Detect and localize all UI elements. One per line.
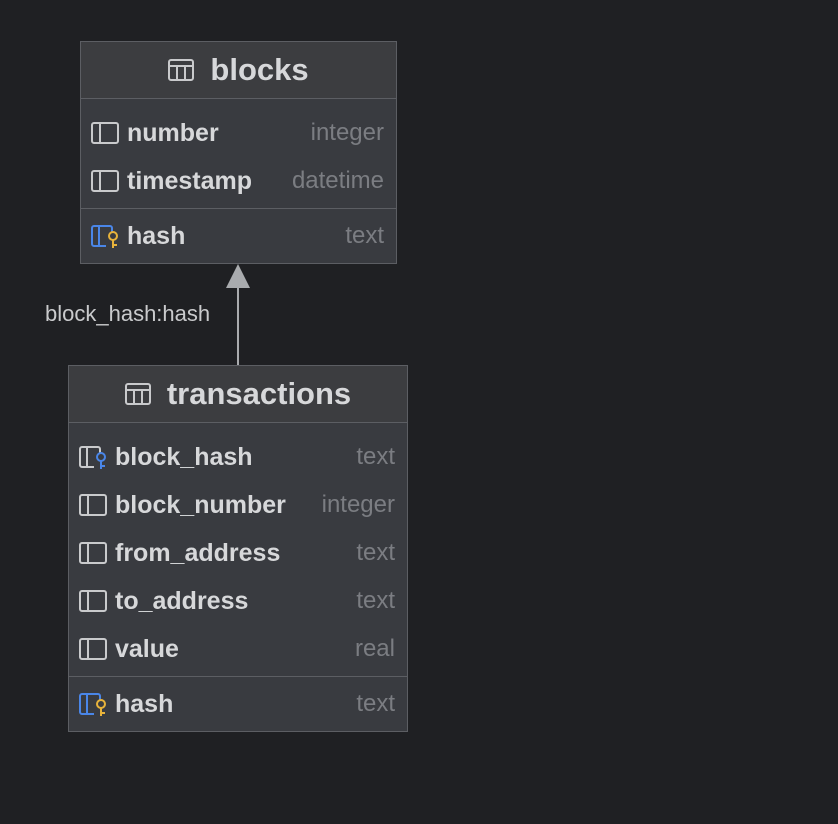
column-name: block_number — [115, 490, 286, 519]
column-type: integer — [310, 119, 384, 146]
column-name: hash — [127, 221, 186, 250]
column-name: block_hash — [115, 442, 253, 471]
table-header[interactable]: transactions — [69, 366, 407, 423]
column-row[interactable]: from_address text — [69, 529, 407, 577]
column-row[interactable]: to_address text — [69, 577, 407, 625]
primary-key-section: hash text — [81, 208, 396, 260]
column-icon — [79, 590, 107, 612]
column-type: datetime — [291, 167, 384, 194]
table-title: blocks — [210, 52, 309, 87]
table-transactions[interactable]: transactions block_hash text — [68, 365, 408, 732]
column-icon — [79, 542, 107, 564]
table-header[interactable]: blocks — [81, 42, 396, 99]
column-icon — [79, 494, 107, 516]
column-row[interactable]: hash text — [81, 212, 396, 260]
column-icon — [79, 638, 107, 660]
table-title: transactions — [166, 376, 352, 411]
column-name: number — [127, 118, 219, 147]
column-row[interactable]: block_number integer — [69, 481, 407, 529]
primary-key-section: hash text — [69, 676, 407, 728]
column-type: integer — [321, 491, 395, 518]
column-name: hash — [115, 689, 174, 718]
column-name: timestamp — [127, 166, 253, 195]
column-icon — [91, 170, 119, 192]
column-row[interactable]: hash text — [69, 680, 407, 728]
relation-label[interactable]: block_hash:hash — [45, 301, 211, 326]
table-icon — [168, 59, 195, 81]
column-name: from_address — [115, 538, 281, 567]
column-list: block_hash text block_number integer fro… — [69, 423, 407, 676]
column-type: real — [354, 635, 395, 662]
column-list: number integer timestamp datetime — [81, 99, 396, 208]
column-row[interactable]: timestamp datetime — [81, 157, 396, 205]
table-blocks[interactable]: blocks number integer timestamp datetime — [80, 41, 397, 264]
column-row[interactable]: number integer — [81, 109, 396, 157]
column-icon — [91, 122, 119, 144]
column-name: to_address — [115, 586, 249, 615]
foreign-key-column-icon — [79, 446, 106, 469]
relation-arrowhead — [226, 264, 250, 288]
primary-key-column-icon — [79, 693, 106, 716]
column-type: text — [356, 539, 395, 566]
column-type: text — [356, 690, 395, 717]
column-type: text — [356, 443, 395, 470]
primary-key-column-icon — [91, 225, 118, 248]
column-row[interactable]: value real — [69, 625, 407, 673]
column-row[interactable]: block_hash text — [69, 433, 407, 481]
column-name: value — [115, 634, 179, 663]
table-icon — [124, 383, 151, 405]
column-type: text — [356, 587, 395, 614]
column-type: text — [345, 222, 384, 249]
